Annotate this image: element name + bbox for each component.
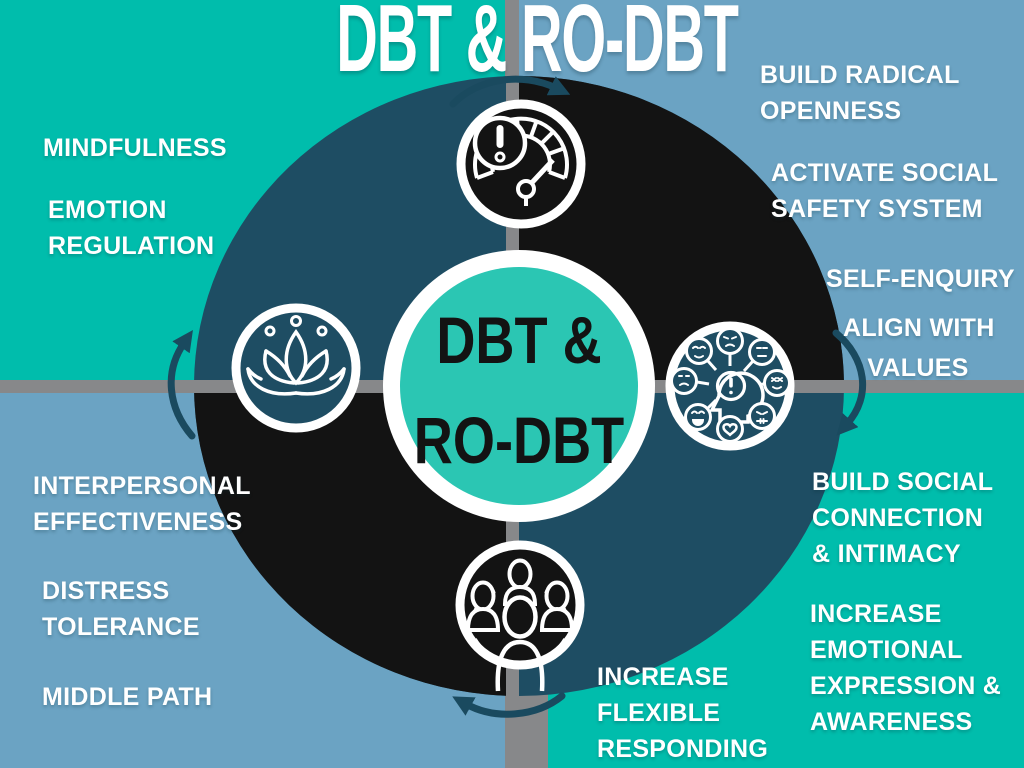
label-line: BUILD SOCIAL xyxy=(812,468,994,496)
label-line: REGULATION xyxy=(48,232,215,260)
label-line: OPENNESS xyxy=(760,97,902,125)
label-line: ACTIVATE SOCIAL xyxy=(771,159,999,187)
label-line: ALIGN WITH xyxy=(843,314,995,342)
icon-ring xyxy=(456,99,586,229)
label-increase-flexible-responding: INCREASE FLEXIBLE RESPONDING xyxy=(597,659,768,767)
lotus-icon xyxy=(231,303,361,433)
icon-ring xyxy=(231,303,361,433)
label-line: VALUES xyxy=(867,354,969,382)
label-emotion-regulation: EMOTION REGULATION xyxy=(48,192,214,264)
page-title-text: DBT & RO-DBT xyxy=(336,0,739,92)
label-mindfulness: MINDFULNESS xyxy=(43,134,227,162)
label-line: BUILD RADICAL xyxy=(760,61,960,89)
label-self-enquiry: SELF-ENQUIRY xyxy=(826,265,1015,293)
label-line: EMOTIONAL xyxy=(810,636,963,664)
label-build-social-connection: BUILD SOCIAL CONNECTION & INTIMACY xyxy=(812,464,993,572)
label-line: & INTIMACY xyxy=(812,540,961,568)
label-increase-emotional: INCREASE EMOTIONAL EXPRESSION & AWARENES… xyxy=(810,596,1001,740)
label-line: EMOTION xyxy=(48,196,167,224)
center-circle xyxy=(400,267,638,505)
label-line: INTERPERSONAL xyxy=(33,472,251,500)
label-line: FLEXIBLE xyxy=(597,699,721,727)
rotation-arrow-left xyxy=(167,330,196,440)
label-line: SAFETY SYSTEM xyxy=(771,195,983,223)
center-circle-label: DBT & RO-DBT xyxy=(391,290,648,490)
label-line: EXPRESSION & xyxy=(810,672,1002,700)
label-align-with-values: ALIGN WITH VALUES xyxy=(843,308,995,388)
label-build-radical-openness: BUILD RADICAL OPENNESS xyxy=(760,57,960,129)
label-line: EFFECTIVENESS xyxy=(33,508,243,536)
label-line: TOLERANCE xyxy=(42,613,200,641)
label-middle-path: MIDDLE PATH xyxy=(42,683,213,711)
rotation-arrow-right xyxy=(832,329,867,436)
label-activate-social-safety: ACTIVATE SOCIAL SAFETY SYSTEM xyxy=(771,155,998,227)
center-label-line: RO-DBT xyxy=(413,403,625,477)
center-label-line: DBT & xyxy=(436,303,602,377)
emotions-mind-icon xyxy=(665,321,795,451)
rotation-arrow-top xyxy=(449,75,571,108)
label-line: DISTRESS xyxy=(42,577,170,605)
alert-gauge-icon xyxy=(456,99,586,229)
rotation-arrow-bottom xyxy=(452,692,566,718)
label-line: AWARENESS xyxy=(810,708,973,736)
page-title: DBT & RO-DBT xyxy=(202,0,871,87)
label-line: INCREASE xyxy=(597,663,729,691)
people-group-icon xyxy=(455,540,585,692)
label-line: INCREASE xyxy=(810,600,942,628)
label-line: RESPONDING xyxy=(597,735,769,763)
label-interpersonal-effectiveness: INTERPERSONAL EFFECTIVENESS xyxy=(33,468,251,540)
label-distress-tolerance: DISTRESS TOLERANCE xyxy=(42,573,200,645)
label-line: CONNECTION xyxy=(812,504,984,532)
